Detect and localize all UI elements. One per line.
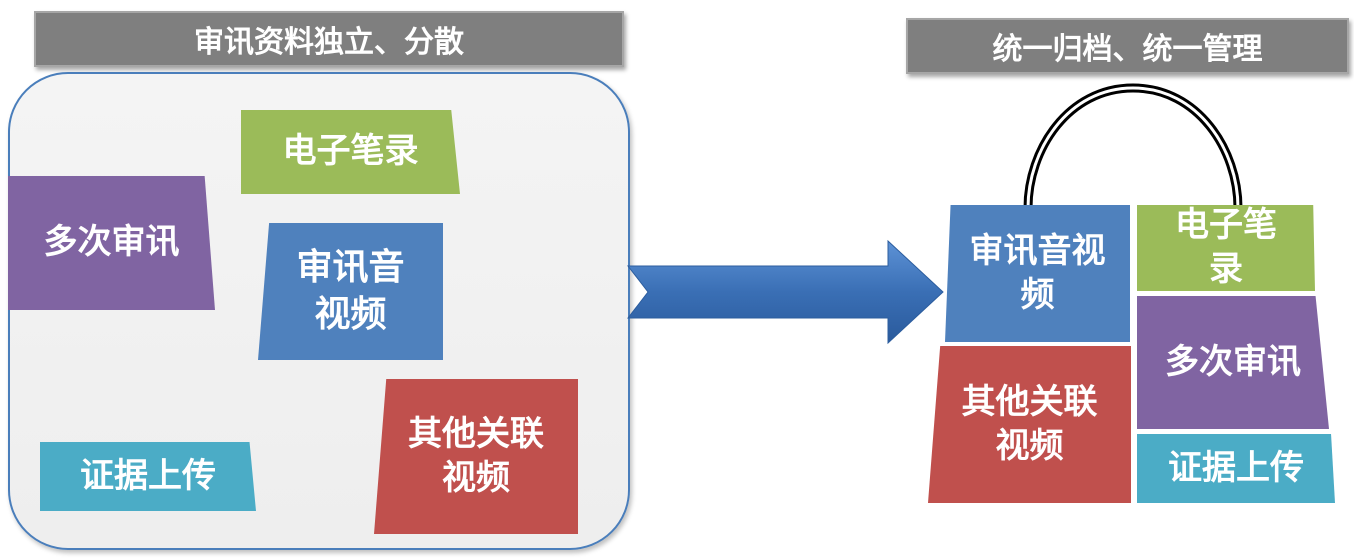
right-block-evidence-upload-label: 证据上传 <box>1168 447 1304 488</box>
right-block-multi-interrogation-label: 多次审讯 <box>1165 341 1301 382</box>
right-title: 统一归档、统一管理 <box>906 18 1349 74</box>
right-block-multi-interrogation: 多次审讯 <box>1137 296 1329 429</box>
left-block-evidence-upload: 证据上传 <box>40 442 256 511</box>
right-title-text: 统一归档、统一管理 <box>992 32 1263 67</box>
right-block-evidence-upload: 证据上传 <box>1137 434 1335 503</box>
right-block-e-transcript-label: 电子笔 录 <box>1175 205 1277 289</box>
left-block-interrogation-av: 审讯音 视频 <box>258 223 443 360</box>
right-block-interrogation-av-label: 审讯音视 频 <box>969 230 1106 315</box>
left-block-other-video-label: 其他关联 视频 <box>408 413 544 498</box>
right-block-interrogation-av: 审讯音视 频 <box>945 205 1130 342</box>
bag-handle <box>1023 83 1243 209</box>
left-title: 审讯资料独立、分散 <box>34 11 624 67</box>
left-block-multi-interrogation-label: 多次审讯 <box>43 222 180 263</box>
left-title-text: 审讯资料独立、分散 <box>194 25 464 60</box>
flow-arrow <box>626 239 944 345</box>
left-block-evidence-upload-label: 证据上传 <box>80 455 216 496</box>
right-block-other-video-label: 其他关联 视频 <box>961 381 1098 466</box>
left-block-e-transcript: 电子笔录 <box>241 110 460 194</box>
left-block-multi-interrogation: 多次审讯 <box>8 176 215 310</box>
left-block-e-transcript-label: 电子笔录 <box>282 131 419 172</box>
left-block-other-video: 其他关联 视频 <box>374 379 578 534</box>
left-block-interrogation-av-label: 审讯音 视频 <box>296 247 405 335</box>
right-block-other-video: 其他关联 视频 <box>928 346 1131 503</box>
right-block-e-transcript: 电子笔 录 <box>1137 205 1315 291</box>
